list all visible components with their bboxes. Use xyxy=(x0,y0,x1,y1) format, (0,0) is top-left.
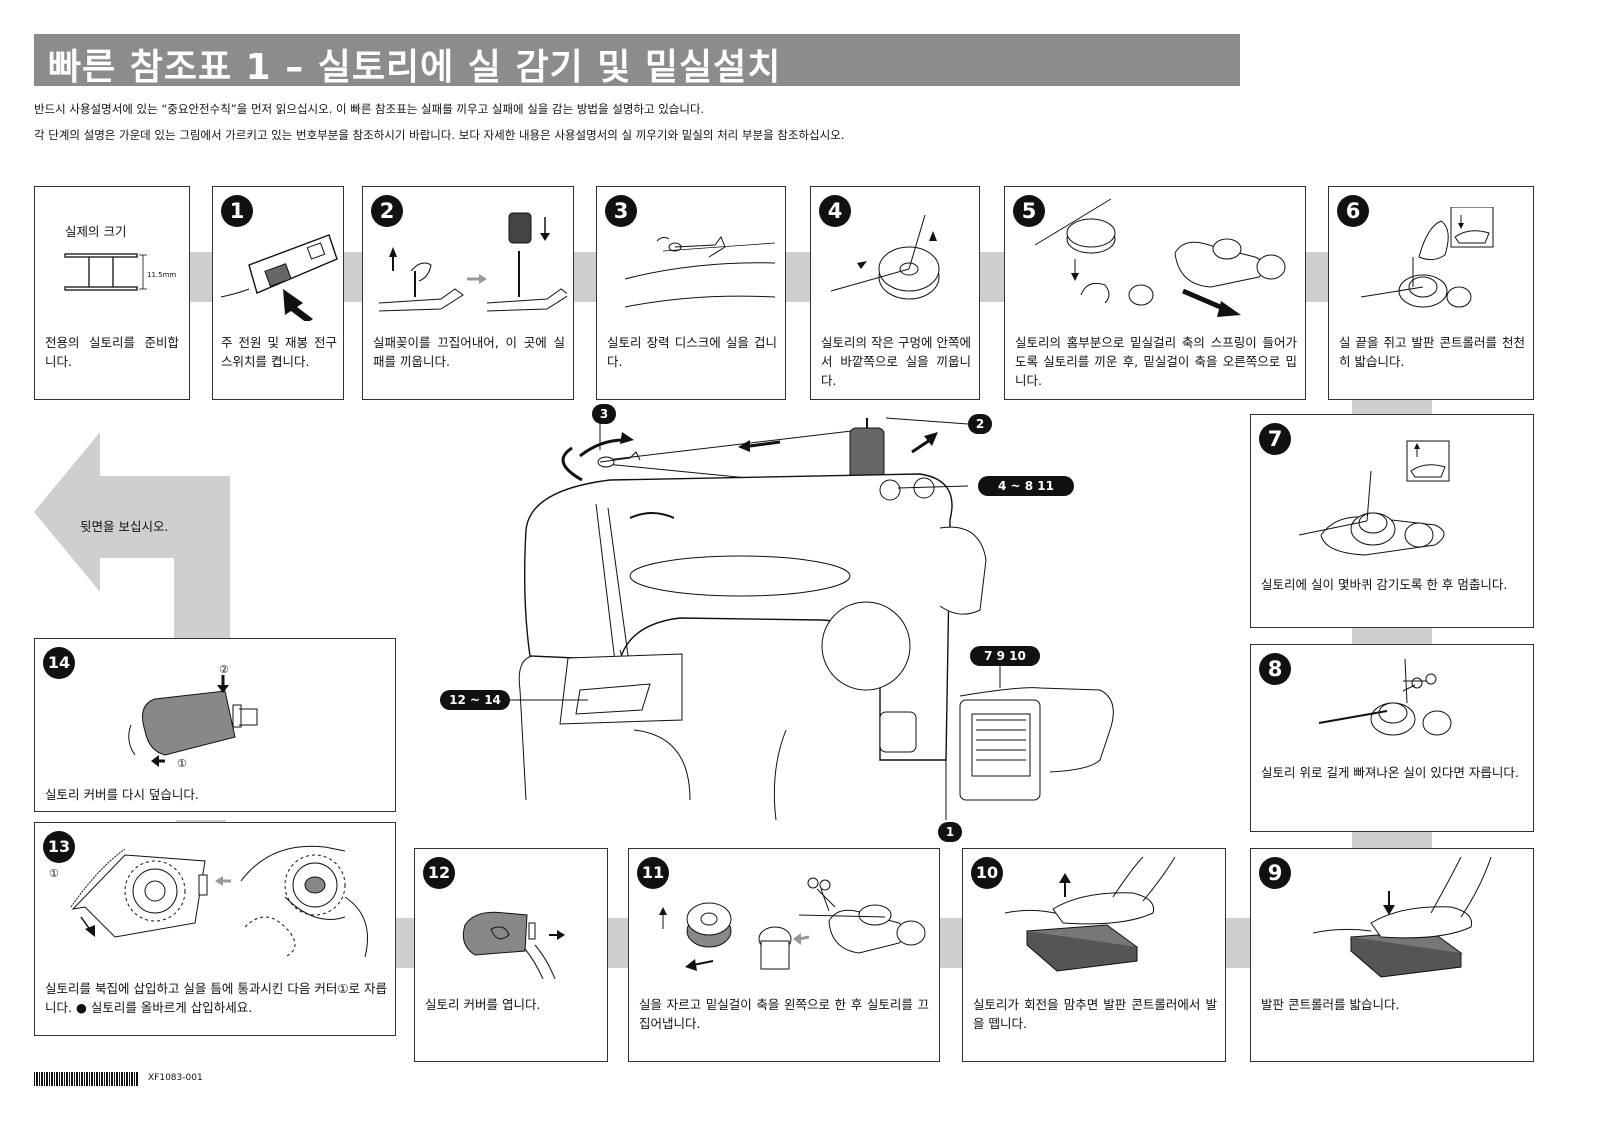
step-caption: 실토리 장력 디스크에 실을 겁니다. xyxy=(607,335,777,369)
step-number: 12 xyxy=(423,857,455,889)
step-number: 14 xyxy=(43,647,75,679)
step-caption: 실 끝을 쥐고 발판 콘트롤러를 천천히 밟습니다. xyxy=(1339,335,1525,369)
actual-size-box: 실제의 크기 11.5mm 전용의 실토리를 준비합니다. xyxy=(34,186,190,400)
tension-disc-icon xyxy=(624,235,776,308)
step-number: 5 xyxy=(1013,195,1045,227)
step-caption: 실토리 커버를 다시 덮습니다. xyxy=(45,787,199,802)
step-number: 3 xyxy=(605,195,637,227)
step-caption: 실토리 커버를 엽니다. xyxy=(425,997,541,1012)
step-5-box: 5 실토리의 홈부분으로 밑실걸리 축의 스프링이 들어가도록 실토리를 끼운 … xyxy=(1004,186,1306,400)
cutter-mark: ① xyxy=(49,867,59,880)
insert-bobbin-icon xyxy=(70,845,368,958)
step-caption: 실토리에 실이 몇바퀴 감기도록 한 후 멈춥니다. xyxy=(1261,577,1508,592)
callout-step-3: 3 xyxy=(592,404,616,424)
spool-pin-icon xyxy=(378,212,567,312)
step-caption: 실토리의 작은 구멍에 안쪽에서 바깥쪽으로 실을 끼웁니다. xyxy=(821,335,971,388)
step-9-box: 9 발판 콘트롤러를 밟습니다. xyxy=(1250,848,1534,1062)
step-number: 10 xyxy=(971,857,1003,889)
step-caption: 실토리를 북집에 삽입하고 실을 틈에 통과시킨 다음 커터①로 자릅니다. ●… xyxy=(45,981,387,1015)
step-caption: 실토리 위로 길게 빠져나온 실이 있다면 자릅니다. xyxy=(1261,765,1519,780)
power-switch-icon xyxy=(220,234,338,321)
step-number: 8 xyxy=(1259,653,1291,685)
sewing-machine-illustration xyxy=(508,417,1114,820)
intro-line: 각 단계의 설명은 가운데 있는 그림에서 가르키고 있는 번호부분을 참조하시… xyxy=(34,128,845,142)
step-14-box: 14 ② ① 실토리 커버를 다시 덮습니다. xyxy=(34,638,396,812)
step-4-box: 4 실토리의 작은 구멍에 안쪽에서 바깥쪽으로 실을 끼웁니다. xyxy=(810,186,980,400)
step-number: 4 xyxy=(819,195,851,227)
step-caption: 실패꽂이를 끄집어내어, 이 곳에 실패를 끼웁니다. xyxy=(373,335,565,369)
step-caption: 주 전원 및 재봉 전구 스위치를 켭니다. xyxy=(221,335,337,369)
step-number: 9 xyxy=(1259,857,1291,889)
bobbin-winder-shaft-icon xyxy=(1034,198,1286,317)
step-12-box: 12 실토리 커버를 엽니다. xyxy=(414,848,608,1062)
actual-size-dimension: 11.5mm xyxy=(147,271,177,279)
step-13-box: 13 ① 실토리를 북집에 삽입하고 실을 틈에 통과시킨 다음 커터①로 자릅… xyxy=(34,822,396,1036)
callout-step-1: 1 xyxy=(938,822,962,842)
step-mark: ① xyxy=(177,757,187,770)
cut-thread-icon xyxy=(1318,658,1452,736)
step-number: 6 xyxy=(1337,195,1369,227)
step-caption: 발판 콘트롤러를 밟습니다. xyxy=(1261,997,1400,1012)
page-title: 빠른 참조표 1 – 실토리에 실 감기 및 밑실설치 xyxy=(48,47,782,88)
remove-bobbin-icon xyxy=(659,877,926,971)
bobbin-actual-size-icon xyxy=(64,253,147,291)
bobbin-threading-icon xyxy=(830,214,940,300)
intro-line: 반드시 사용설명서에 있는 “중요안전수칙”을 먼저 읽으십시오. 이 빠른 참… xyxy=(34,102,705,116)
step-number: 1 xyxy=(221,195,253,227)
step-number: 7 xyxy=(1259,423,1291,455)
barcode xyxy=(34,1072,138,1086)
step-7-box: 7 실토리에 실이 몇바퀴 감기도록 한 후 멈춥니다. xyxy=(1250,414,1534,628)
close-bobbin-cover-icon xyxy=(128,675,258,767)
callout-step-2: 2 xyxy=(968,414,992,434)
actual-size-label: 실제의 크기 xyxy=(65,224,127,239)
step-1-box: 1 주 전원 및 재봉 전구 스위치를 켭니다. xyxy=(212,186,344,400)
step-number: 2 xyxy=(371,195,403,227)
hold-thread-icon xyxy=(1360,207,1494,308)
title-bar: 빠른 참조표 1 – 실토리에 실 감기 및 밑실설치 xyxy=(34,34,1240,88)
callout-steps-12-14: 12 ~ 14 xyxy=(440,690,510,710)
back-note: 뒷면을 보십시오. xyxy=(80,519,169,534)
step-mark: ② xyxy=(219,663,229,676)
step-6-box: 6 실 끝을 쥐고 발판 콘트롤러를 천천히 밟습니다. xyxy=(1328,186,1534,400)
back-arrow-icon xyxy=(34,432,230,642)
bobbin-winding-icon xyxy=(1298,440,1450,556)
step-2-box: 2 실패꽂이를 끄집어내어, 이 곳에 실패를 끼웁니다. xyxy=(362,186,574,400)
step-caption: 실토리의 홈부분으로 밑실걸리 축의 스프링이 들어가도록 실토리를 끼운 후,… xyxy=(1015,335,1297,388)
callout-steps-4-8-11: 4 ~ 8 11 xyxy=(978,476,1074,496)
callout-steps-7-9-10: 7 9 10 xyxy=(970,646,1040,666)
step-10-box: 10 실토리가 회전을 맘추면 발판 콘트롤러에서 발을 뗍니다. xyxy=(962,848,1226,1062)
step-number: 13 xyxy=(43,831,75,863)
step-caption: 실토리가 회전을 맘추면 발판 콘트롤러에서 발을 뗍니다. xyxy=(973,997,1217,1031)
step-11-box: 11 실을 자르고 밑실걸이 축을 왼쪽으로 한 후 실토리를 끄집어냅니다. xyxy=(628,848,940,1062)
step-3-box: 3 실토리 장력 디스크에 실을 겁니다. xyxy=(596,186,786,400)
press-foot-controller-icon xyxy=(1312,857,1492,978)
document-code: XF1083-001 xyxy=(148,1073,203,1083)
open-bobbin-cover-icon xyxy=(462,911,565,979)
actual-size-caption: 전용의 실토리를 준비합니다. xyxy=(45,335,179,369)
step-number: 11 xyxy=(637,857,669,889)
step-8-box: 8 실토리 위로 길게 빠져나온 실이 있다면 자릅니다. xyxy=(1250,644,1534,832)
step-caption: 실을 자르고 밑실걸이 축을 왼쪽으로 한 후 실토리를 끄집어냅니다. xyxy=(639,997,929,1031)
release-foot-controller-icon xyxy=(1004,857,1176,972)
